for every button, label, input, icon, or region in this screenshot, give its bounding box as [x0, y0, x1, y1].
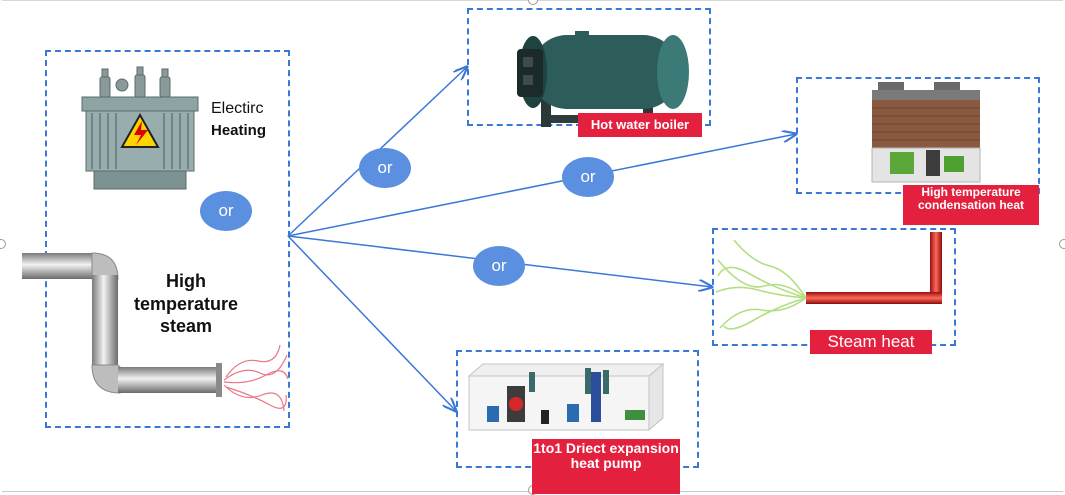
or-bubble-2: or — [562, 157, 614, 197]
heat-pump-unit-icon — [467, 362, 665, 432]
steam-label: High temperature steam — [133, 271, 239, 336]
resize-handle-left[interactable] — [0, 239, 6, 249]
transformer-icon — [81, 66, 199, 190]
arrow-to-heat-pump — [287, 235, 456, 411]
or-bubble-3: or — [473, 246, 525, 286]
steam-pipe-icon — [22, 252, 289, 412]
condensing-unit-icon — [871, 82, 981, 183]
steam-heat-pipe-icon — [715, 232, 942, 330]
or-bubble-1: or — [359, 148, 411, 188]
electric-word: Electirc — [211, 100, 264, 117]
heating-word: Heating — [211, 122, 267, 139]
arrow-to-condensation — [287, 134, 796, 237]
condensation-label: High temperature condensation heat — [903, 185, 1039, 225]
or-bubble-source: or — [200, 191, 252, 231]
source-box — [45, 50, 290, 428]
resize-handle-right[interactable] — [1059, 239, 1065, 249]
steam-heat-label: Steam heat — [810, 330, 932, 354]
heat-pump-label: 1to1 Driect expansion heat pump — [532, 439, 680, 494]
boiler-label: Hot water boiler — [578, 113, 702, 137]
